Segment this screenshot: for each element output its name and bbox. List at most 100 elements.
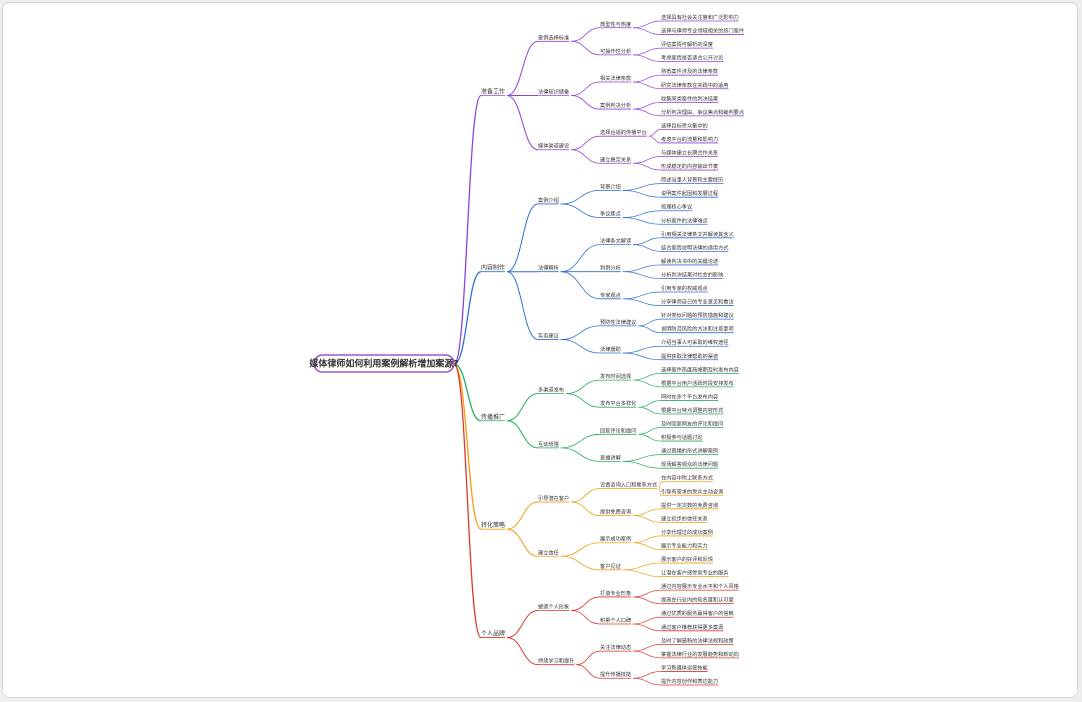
leaf-4-1-0-1[interactable]: 掌握法律行业的发展趋势和新动向 [661, 650, 739, 659]
leaf-1-0-1-1[interactable]: 分析案件的法律难点 [661, 216, 708, 225]
leaf-0-2-1-1[interactable]: 形成稳定的内容输出节奏 [661, 162, 719, 171]
link-0-2-1-1 [633, 162, 662, 171]
subtopic-2-0-0[interactable]: 发布时间选择 [600, 372, 632, 381]
leaf-0-0-0-0[interactable]: 选择具有社会关注度和广泛影响力 [661, 13, 739, 22]
leaf-3-0-1-0[interactable]: 提供一定次数的免费咨询 [661, 501, 719, 510]
leaf-2-1-1-0[interactable]: 通过直播的形式讲解案例 [661, 447, 719, 456]
topic-0-0[interactable]: 案例选择标准 [538, 33, 570, 42]
leaf-3-1-0-0-label: 分享代理过的成功案例 [661, 528, 713, 536]
connector-lines [453, 20, 662, 686]
leaf-3-0-1-1[interactable]: 建立初步的信任关系 [661, 514, 708, 523]
leaf-2-1-0-0[interactable]: 及时回复网友的评论和提问 [661, 420, 724, 428]
subtopic-3-1-1[interactable]: 客户见证 [600, 562, 621, 571]
leaf-1-2-0-0[interactable]: 针对类似问题的预防措施和建议 [661, 311, 734, 320]
subtopic-1-1-0[interactable]: 法律条文解读 [600, 237, 632, 245]
leaf-1-1-2-1[interactable]: 分享律师自己的专业意见和看法 [661, 298, 734, 306]
leaf-1-1-0-1[interactable]: 结合案情说明法律的适用方式 [661, 243, 729, 252]
leaf-2-0-1-1[interactable]: 根据平台特点调整内容形式 [661, 406, 724, 415]
leaf-4-1-1-0[interactable]: 学习新媒体运营技能 [661, 663, 708, 672]
subtopic-1-1-1-label: 判例分析 [600, 264, 621, 272]
topic-1-0[interactable]: 案例介绍 [538, 196, 559, 205]
topic-2-0[interactable]: 多渠道发布 [538, 386, 564, 395]
leaf-1-2-1-1[interactable]: 提供获取法律帮助的渠道 [661, 352, 719, 361]
leaf-1-1-2-0[interactable]: 引用专家的权威观点 [661, 284, 708, 293]
subtopic-1-0-1[interactable]: 争议焦点 [600, 209, 621, 218]
topic-4-1[interactable]: 持续学习和提升 [538, 657, 575, 666]
leaf-0-1-0-0[interactable]: 熟悉案件涉及的法律条款 [661, 67, 719, 76]
topic-2-1-label: 互动增强 [538, 440, 559, 448]
topic-1-1[interactable]: 法律解析 [538, 264, 559, 273]
topic-0-0-label: 案例选择标准 [538, 33, 569, 41]
topic-0-2[interactable]: 媒体渠道建设 [538, 142, 570, 151]
leaf-3-1-0-0[interactable]: 分享代理过的成功案例 [661, 528, 713, 537]
subtopic-2-0-1[interactable]: 发布平台多样化 [600, 399, 637, 408]
subtopic-1-1-2[interactable]: 专家观点 [600, 291, 621, 300]
subtopic-0-1-1[interactable]: 案例判决分析 [600, 101, 632, 110]
leaf-2-0-1-0[interactable]: 同时在多个平台发布内容 [661, 392, 719, 401]
topic-1-2[interactable]: 实务建议 [538, 331, 560, 340]
leaf-1-1-1-0[interactable]: 解读判决书中的关键论述 [661, 257, 719, 266]
subtopic-0-0-0[interactable]: 典型性与热度 [600, 20, 632, 29]
subtopic-4-1-0[interactable]: 关注法律动态 [600, 643, 632, 652]
leaf-0-2-0-1[interactable]: 考虑平台的流量和影响力 [661, 135, 719, 144]
leaf-0-2-1-0[interactable]: 与媒体建立长期合作关系 [661, 149, 719, 157]
topic-4-0[interactable]: 塑造个人形象 [538, 602, 570, 611]
leaf-0-1-0-1[interactable]: 研究法律条款在实践中的适用 [661, 81, 729, 90]
leaf-4-1-1-1[interactable]: 提升内容创作和表达能力 [661, 677, 719, 686]
leaf-0-1-1-1[interactable]: 分析判决理由、争议焦点和裁判要点 [661, 108, 745, 117]
root-node[interactable]: 媒体律师如何利用案例解析增加案源? [308, 354, 459, 373]
branch-3[interactable]: 转化策略 [481, 521, 506, 530]
subtopic-1-1-1[interactable]: 判例分析 [600, 264, 621, 273]
subtopic-4-0-1[interactable]: 积累个人口碑 [600, 616, 632, 625]
subtopic-1-2-0[interactable]: 预防性法律建议 [600, 318, 637, 327]
branch-2[interactable]: 传播推广 [481, 413, 506, 422]
leaf-3-1-0-1[interactable]: 展示专业能力和实力 [661, 541, 708, 550]
leaf-1-0-1-0[interactable]: 梳理核心争议 [661, 203, 693, 212]
topic-2-1[interactable]: 互动增强 [538, 440, 559, 449]
subtopic-0-0-1[interactable]: 可操作性分析 [600, 47, 632, 56]
subtopic-0-1-0[interactable]: 相关法律条款 [600, 74, 632, 83]
subtopic-2-1-1[interactable]: 直播讲解 [600, 453, 621, 462]
branch-1[interactable]: 内容制作 [481, 264, 506, 273]
leaf-4-0-1-0[interactable]: 通过优质的服务赢得客户的信赖 [661, 609, 734, 618]
subtopic-3-0-0[interactable]: 设置咨询入口和联系方式 [600, 481, 658, 489]
leaf-3-1-1-1[interactable]: 让潜在客户感受到专业的服务 [661, 569, 729, 577]
subtopic-3-1-0[interactable]: 展示成功案例 [600, 535, 632, 544]
leaf-3-0-0-0[interactable]: 在内容中附上联系方式 [661, 474, 714, 483]
link-0-0-0 [571, 27, 601, 42]
subtopic-1-2-1[interactable]: 法律援助 [600, 345, 621, 354]
leaf-1-0-0-0[interactable]: 简述当事人背景和主要经历 [661, 176, 724, 185]
leaf-0-0-1-0[interactable]: 评估案情可解析的深度 [661, 40, 713, 49]
topic-0-1[interactable]: 法律知识储备 [538, 88, 570, 96]
leaf-0-0-1-1[interactable]: 考虑案情是否适合公开讨论 [661, 54, 724, 63]
leaf-1-2-1-0[interactable]: 介绍当事人可采取的维权途径 [661, 338, 729, 347]
leaf-0-0-0-1[interactable]: 选择与律师专业领域相关的热门案件 [661, 27, 745, 35]
leaf-3-0-0-1[interactable]: 引导有需求的受众主动咨询 [661, 487, 724, 496]
leaf-4-1-0-0[interactable]: 及时了解最新的法律法规和政策 [661, 636, 734, 645]
leaf-2-1-1-1[interactable]: 现场解答观众的法律问题 [661, 460, 719, 469]
leaf-1-0-0-1[interactable]: 说明案件起因和发展过程 [661, 189, 719, 198]
subtopic-4-1-1[interactable]: 提升传播技能 [600, 670, 632, 679]
subtopic-2-1-0[interactable]: 回复评论和提问 [600, 426, 637, 435]
branch-4[interactable]: 个人品牌 [481, 630, 506, 638]
leaf-2-1-0-1[interactable]: 积极参与话题讨论 [661, 433, 703, 442]
leaf-2-0-0-0[interactable]: 选择案件热度高峰期及时发布内容 [661, 365, 739, 374]
leaf-0-1-1-0[interactable]: 收集同类案件的判决结果 [661, 94, 719, 103]
leaf-2-0-0-1[interactable]: 根据平台用户活跃时段安排发布 [661, 379, 734, 388]
leaf-4-0-1-1[interactable]: 通过客户推荐获得更多案源 [661, 623, 724, 632]
leaf-4-0-0-0[interactable]: 通过内容展示专业水平和个人风格 [661, 582, 740, 591]
subtopic-0-2-0[interactable]: 选择合适的传播平台 [600, 128, 647, 137]
topic-3-1[interactable]: 建立信任 [538, 548, 559, 557]
leaf-1-1-0-0[interactable]: 引用相关法律条文并解读其含义 [661, 230, 734, 239]
leaf-1-1-1-1[interactable]: 分析判决结果对社会的影响 [661, 270, 724, 279]
leaf-4-0-0-1[interactable]: 提高在行业内的知名度和认可度 [661, 596, 734, 605]
subtopic-0-2-1[interactable]: 建立稳定关系 [600, 155, 632, 164]
subtopic-3-0-1[interactable]: 提供免费咨询 [600, 508, 632, 517]
leaf-1-2-0-1[interactable]: 说明防范风险的方法和注意事项 [661, 325, 734, 334]
subtopic-4-0-0[interactable]: 打造专业形象 [600, 589, 632, 598]
subtopic-1-0-0[interactable]: 背景介绍 [600, 182, 621, 191]
topic-3-0[interactable]: 引导潜在客户 [538, 494, 570, 503]
leaf-3-1-1-0[interactable]: 展示客户的好评和反馈 [661, 555, 713, 564]
branch-0[interactable]: 准备工作 [481, 88, 506, 96]
leaf-0-2-0-0[interactable]: 选择目标受众集中的 [661, 121, 708, 130]
